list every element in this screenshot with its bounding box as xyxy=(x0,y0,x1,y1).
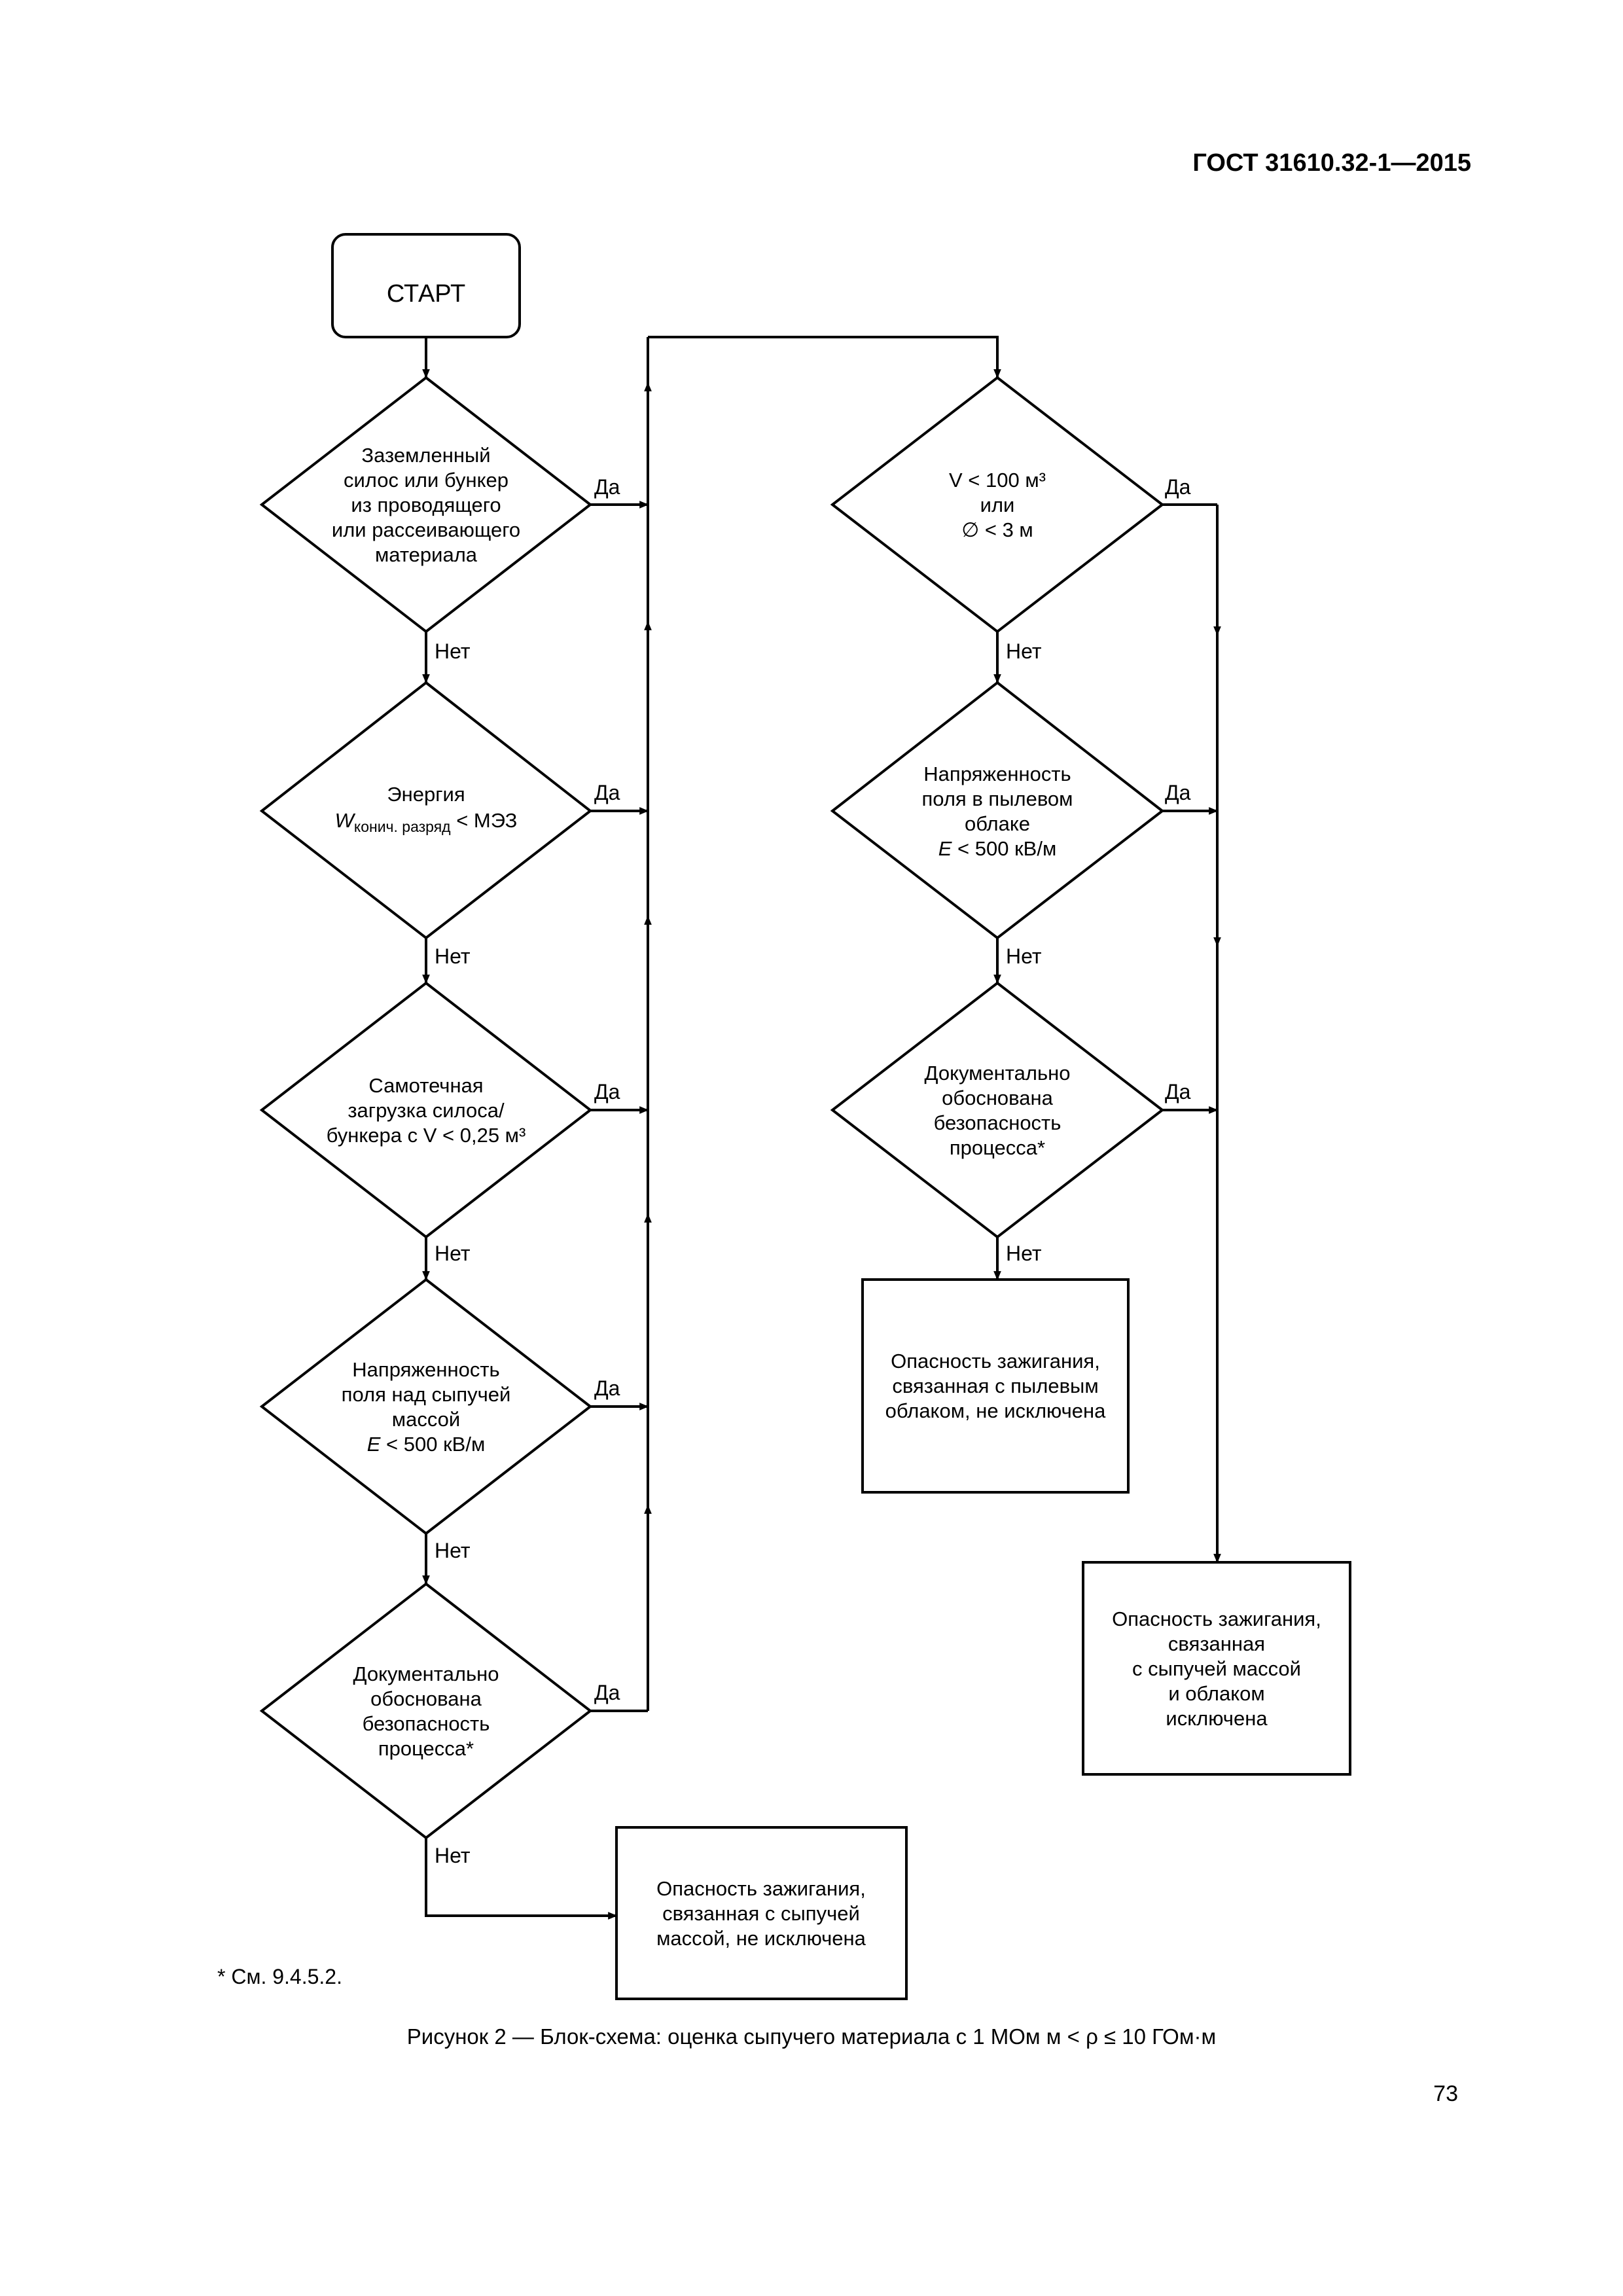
node-line: процесса* xyxy=(950,1136,1045,1159)
arrow-d5-no-to-r1 xyxy=(425,1838,618,1920)
node-line: материала xyxy=(375,543,478,566)
decision-7 xyxy=(830,681,1165,940)
node-line: загрузка силоса/ xyxy=(348,1099,505,1122)
decision-6 xyxy=(830,376,1165,634)
label-yes-1: Да xyxy=(594,475,620,499)
label-yes-8: Да xyxy=(1165,1080,1191,1103)
node-line: Самотечная xyxy=(368,1074,483,1097)
label-yes-3: Да xyxy=(594,1080,620,1103)
node-line: СТАРТ xyxy=(387,280,465,308)
label-no-6: Нет xyxy=(1006,639,1042,663)
result-box-2 xyxy=(861,1278,1130,1494)
result-box-3 xyxy=(1082,1561,1351,1776)
node-line: массой, не исключена xyxy=(656,1927,866,1950)
node-line: облаке xyxy=(965,812,1030,835)
decision-2-rest: < МЭЗ xyxy=(451,809,518,832)
label-yes-5: Да xyxy=(594,1681,620,1704)
label-yes-7: Да xyxy=(1165,781,1191,804)
start-text: СТАРТ xyxy=(387,280,465,308)
standard-header: ГОСТ 31610.32-1—2015 xyxy=(1192,149,1471,177)
decision-5 xyxy=(259,1582,593,1840)
node-line: Напряженность xyxy=(352,1358,499,1381)
decision-2-subscript: конич. разряд xyxy=(354,818,451,835)
field-value: < 500 кВ/м xyxy=(380,1433,485,1456)
start-box xyxy=(331,233,521,338)
node-line: Опасность зажигания, xyxy=(656,1877,866,1900)
node-line: исключена xyxy=(1166,1707,1268,1730)
node-line: бункера с V < 0,25 м³ xyxy=(327,1124,526,1147)
label-no-2: Нет xyxy=(435,944,471,968)
node-line: с сыпучей массой xyxy=(1132,1657,1301,1680)
connectors xyxy=(422,336,1221,1920)
field-value: < 500 кВ/м xyxy=(952,837,1056,860)
label-yes-4: Да xyxy=(594,1376,620,1400)
node-line: и облаком xyxy=(1168,1682,1264,1705)
label-no-8: Нет xyxy=(1006,1242,1042,1265)
node-line: или рассеивающего xyxy=(332,518,520,541)
node-line: Заземленный xyxy=(361,444,490,467)
node-line: силос или бункер xyxy=(344,469,508,492)
node-line: из проводящего xyxy=(351,493,501,516)
node-line: V < 100 м³ xyxy=(949,469,1046,492)
shapes xyxy=(259,233,1351,2000)
node-line: или xyxy=(980,493,1015,516)
decision-1 xyxy=(259,376,593,634)
decision-8 xyxy=(830,981,1165,1239)
field-symbol: E xyxy=(938,837,952,860)
figure-caption: Рисунок 2 — Блок-схема: оценка сыпучего … xyxy=(406,2024,1217,2049)
node-line: ∅ < 3 м xyxy=(961,518,1033,541)
label-no-1: Нет xyxy=(435,639,471,663)
node-line: E < 500 кВ/м xyxy=(367,1433,486,1456)
label-no-3: Нет xyxy=(435,1242,471,1265)
field-symbol: E xyxy=(367,1433,381,1456)
decision-2-line-2: Wконич. разряд < МЭЗ xyxy=(335,809,518,835)
node-line: E < 500 кВ/м xyxy=(938,837,1057,860)
node-line: облаком, не исключена xyxy=(885,1399,1106,1422)
node-line: Опасность зажигания, xyxy=(1112,1607,1321,1630)
node-line: безопасность xyxy=(363,1712,490,1735)
node-line: поля над сыпучей xyxy=(342,1383,511,1406)
node-line: связанная с пылевым xyxy=(892,1374,1098,1397)
label-yes-2: Да xyxy=(594,781,620,804)
label-no-5: Нет xyxy=(435,1844,471,1867)
node-line: обоснована xyxy=(942,1086,1054,1109)
node-line: обоснована xyxy=(370,1687,482,1710)
label-no-4: Нет xyxy=(435,1539,471,1562)
node-line: безопасность xyxy=(934,1111,1061,1134)
page-number: 73 xyxy=(1433,2081,1458,2106)
decision-2 xyxy=(259,681,593,940)
node-line: процесса* xyxy=(378,1737,474,1760)
node-line: Напряженность xyxy=(923,762,1071,785)
node-line: Документально xyxy=(353,1662,499,1685)
decision-2-w: W xyxy=(335,809,356,832)
label-no-7: Нет xyxy=(1006,944,1042,968)
result-box-1 xyxy=(615,1826,908,2000)
decision-2-line-1: Энергия xyxy=(387,783,465,806)
footnote: * См. 9.4.5.2. xyxy=(217,1965,342,1988)
decision-3 xyxy=(259,981,593,1239)
arrow-collector-to-d6 xyxy=(648,336,1001,379)
node-line: массой xyxy=(392,1408,460,1431)
node-line: связанная xyxy=(1168,1632,1265,1655)
node-line: поля в пылевом xyxy=(922,787,1073,810)
node-line: Документально xyxy=(924,1062,1070,1085)
node-line: связанная с сыпучей xyxy=(662,1902,860,1925)
node-line: Опасность зажигания, xyxy=(891,1350,1100,1372)
branch-labels: Да Да Да Да Да Да Да Да Нет Нет Нет Нет … xyxy=(435,475,1191,1867)
label-yes-6: Да xyxy=(1165,475,1191,499)
decision-4 xyxy=(259,1278,593,1535)
